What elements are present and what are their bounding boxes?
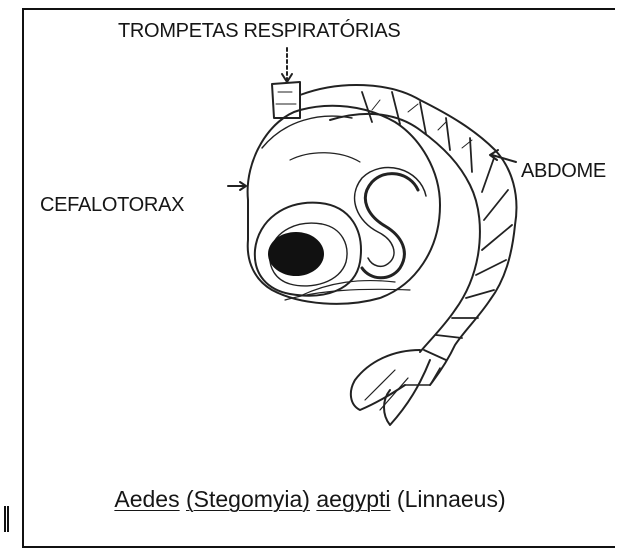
caption-author: (Linnaeus) xyxy=(397,486,506,512)
abdomen-outline-outer xyxy=(300,85,516,385)
cefalotorax-outline xyxy=(248,106,440,304)
eye-mark xyxy=(268,232,324,276)
caption-subgenus: (Stegomyia) xyxy=(186,486,310,512)
respiratory-trumpet xyxy=(272,82,300,118)
paddle-right xyxy=(384,360,430,425)
leader-cefalotorax xyxy=(228,182,246,190)
caption-genus: Aedes xyxy=(114,486,179,512)
species-caption: Aedes (Stegomyia) aegypti (Linnaeus) xyxy=(0,486,620,513)
caption-species: aegypti xyxy=(316,486,390,512)
abdomen-outline-inner xyxy=(330,114,480,352)
